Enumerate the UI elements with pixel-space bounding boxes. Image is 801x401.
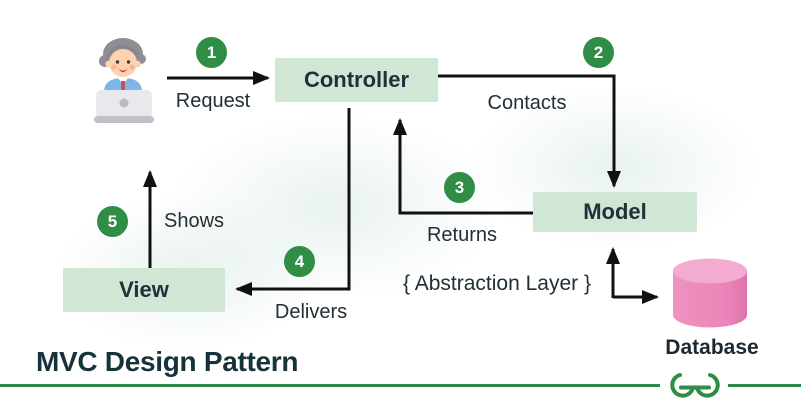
step-badge-4: 4 (284, 246, 315, 277)
view-node: View (63, 268, 225, 312)
step-badge-3-number: 3 (454, 177, 465, 197)
returns-edge-label: Returns (426, 224, 498, 246)
footer-divider-right (728, 384, 801, 387)
connector-contacts-arrow (438, 74, 621, 188)
database-cylinder-icon (673, 258, 747, 328)
view-node-label: View (119, 277, 169, 302)
shows-edge-label: Shows (163, 210, 225, 232)
model-node: Model (533, 192, 697, 232)
model-node-label: Model (583, 199, 647, 224)
geeksforgeeks-logo-icon (670, 373, 720, 398)
contacts-edge-label: Contacts (487, 92, 567, 114)
step-badge-1-number: 1 (206, 42, 217, 62)
delivers-edge-label: Delivers (274, 301, 348, 323)
footer-divider-left (0, 384, 660, 387)
diagram-title: MVC Design Pattern (36, 346, 299, 377)
request-edge-label: Request (175, 90, 251, 112)
connector-delivers-arrow (235, 108, 351, 296)
step-badge-3: 3 (444, 172, 475, 203)
controller-node: Controller (275, 58, 438, 102)
user-at-laptop-icon (94, 38, 154, 123)
controller-node-label: Controller (303, 67, 410, 92)
step-badge-4-number: 4 (294, 251, 305, 271)
step-badge-5-number: 5 (107, 211, 118, 231)
step-badge-5: 5 (97, 206, 128, 237)
step-badge-1: 1 (196, 37, 227, 68)
database-label: Database (665, 336, 759, 359)
connector-returns-arrow (393, 118, 533, 215)
step-badge-2: 2 (583, 37, 614, 68)
abstraction-layer-note: { Abstraction Layer } (403, 272, 591, 295)
step-badge-2-number: 2 (593, 42, 604, 62)
